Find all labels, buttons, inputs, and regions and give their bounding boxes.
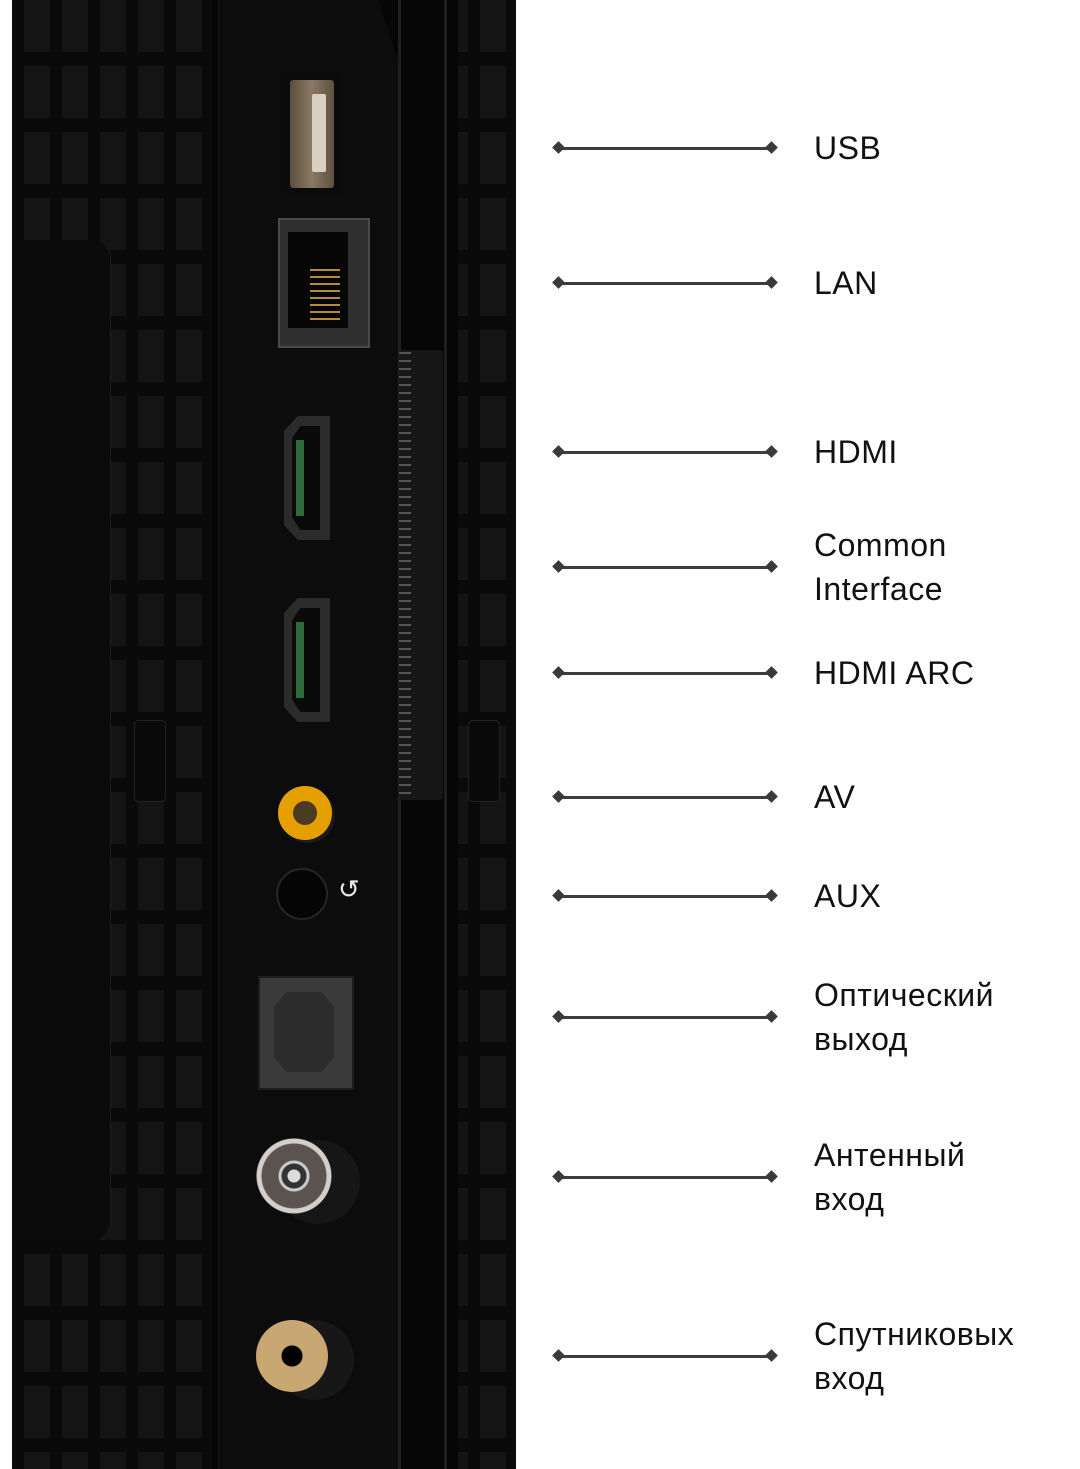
label-line: Interface: [814, 571, 944, 607]
label-line: HDMI ARC: [814, 655, 975, 691]
antenna-port-icon: [256, 1138, 332, 1214]
av-jack-icon: [278, 786, 332, 840]
left-housing-panel: [12, 240, 111, 1240]
label-optical-out: Оптический выход: [814, 973, 994, 1061]
label-line: Антенный: [814, 1137, 966, 1173]
aux-jack-icon: [276, 868, 328, 920]
callout-line-hdmi-arc: [558, 672, 772, 675]
callout-line-aux: [558, 895, 772, 898]
mount-clip: [134, 720, 166, 802]
usb-port-icon: [286, 72, 342, 196]
label-aux: AUX: [814, 874, 881, 918]
callout-line-usb: [558, 147, 772, 150]
vent-grille: [399, 350, 443, 800]
callout-line-satellite-in: [558, 1355, 772, 1358]
callout-line-av: [558, 796, 772, 799]
hdmi-arc-port-icon: [284, 598, 330, 722]
label-line: AUX: [814, 878, 882, 914]
label-av: AV: [814, 775, 855, 819]
callout-line-optical-out: [558, 1016, 772, 1019]
label-satellite-in: Спутниковых вход: [814, 1312, 1014, 1400]
label-line: Спутниковых: [814, 1316, 1015, 1352]
label-hdmi: HDMI: [814, 430, 898, 474]
label-line: вход: [814, 1181, 885, 1217]
callout-line-common-interface: [558, 566, 772, 569]
callout-line-antenna-in: [558, 1176, 772, 1179]
label-line: вход: [814, 1360, 885, 1396]
label-antenna-in: Антенный вход: [814, 1133, 965, 1221]
mount-clip: [468, 720, 500, 802]
headphone-icon: ↺: [338, 874, 360, 904]
satellite-port-icon: [256, 1320, 328, 1392]
label-line: LAN: [814, 265, 878, 301]
callout-line-hdmi: [558, 451, 772, 454]
label-usb: USB: [814, 126, 881, 170]
label-hdmi-arc: HDMI ARC: [814, 651, 974, 695]
optical-port-icon: [258, 976, 354, 1090]
label-line: USB: [814, 130, 882, 166]
label-line: AV: [814, 779, 856, 815]
label-line: Common: [814, 527, 947, 563]
rail-divider: [444, 0, 447, 1469]
lan-port-icon: [278, 218, 370, 348]
callout-line-lan: [558, 282, 772, 285]
hdmi-port-icon: [284, 416, 330, 540]
label-line: выход: [814, 1021, 908, 1057]
label-lan: LAN: [814, 261, 878, 305]
label-line: Оптический: [814, 977, 994, 1013]
label-line: HDMI: [814, 434, 898, 470]
